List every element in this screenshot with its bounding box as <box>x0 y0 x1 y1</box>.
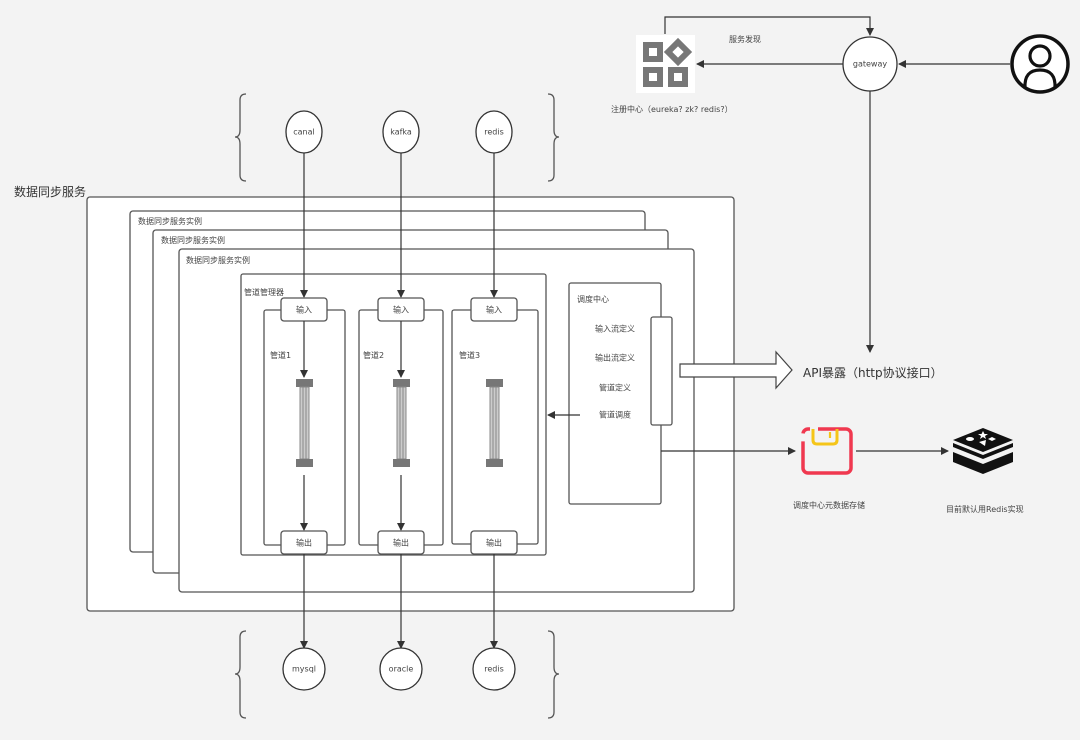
pipe-icon-3 <box>486 379 503 467</box>
right-brace-top <box>547 93 560 182</box>
source-label-canal: canal <box>293 127 315 137</box>
sink-node-redis <box>472 647 516 691</box>
pipe-label-2: 管道2 <box>363 351 385 360</box>
source-node-kafka <box>382 110 420 154</box>
scheduler-item-output-stream: 输出流定义 <box>595 353 635 363</box>
gateway-label: gateway <box>852 59 888 69</box>
service-title: 数据同步服务 <box>14 185 87 199</box>
registry-icon <box>636 35 695 93</box>
redis-icon <box>953 428 1013 474</box>
api-arrow <box>679 350 793 390</box>
metadata-store-label: 调度中心元数据存储 <box>793 501 865 510</box>
scheduler-item-input-stream: 输入流定义 <box>595 324 635 334</box>
sink-node-mysql <box>282 647 326 691</box>
registry-label: 注册中心（eureka? zk? redis?） <box>611 105 733 114</box>
api-label: API暴露（http协议接口） <box>803 366 943 380</box>
metadata-store-icon <box>801 427 853 475</box>
output-label-1: 输出 <box>296 538 312 548</box>
pipe-label-1: 管道1 <box>270 351 292 360</box>
scheduler-label: 调度中心 <box>577 295 609 304</box>
source-node-redis <box>475 110 513 154</box>
output-label-2: 输出 <box>393 538 409 548</box>
sink-label-oracle: oracle <box>388 664 414 674</box>
right-brace-bottom <box>547 630 560 719</box>
sink-node-oracle <box>379 647 423 691</box>
user-icon <box>1010 34 1070 94</box>
input-box-3 <box>470 297 518 322</box>
scheduler-item-pipe-def: 管道定义 <box>599 383 631 393</box>
sink-label-redis: redis <box>484 664 504 674</box>
pipe-label-3: 管道3 <box>459 351 481 360</box>
instance-label-2: 数据同步服务实例 <box>161 236 225 245</box>
discovery-label: 服务发现 <box>729 35 761 44</box>
input-label-2: 输入 <box>393 305 409 315</box>
output-label-3: 输出 <box>486 538 502 548</box>
pipe-icon-1 <box>296 379 313 467</box>
instance-label-3: 数据同步服务实例 <box>186 256 250 265</box>
source-label-kafka: kafka <box>390 127 412 137</box>
source-label-redis: redis <box>484 127 504 137</box>
input-label-3: 输入 <box>486 305 502 315</box>
source-node-canal <box>285 110 323 154</box>
redis-impl-label: 目前默认用Redis实现 <box>946 505 1024 514</box>
left-brace-bottom <box>234 630 247 719</box>
scheduler-box <box>568 282 662 505</box>
scheduler-item-pipe-schedule: 管道调度 <box>599 410 631 420</box>
input-label-1: 输入 <box>296 305 312 315</box>
scheduler-side-bar <box>650 316 673 426</box>
instance-label-1: 数据同步服务实例 <box>138 217 202 226</box>
pipeline-manager-label: 管道管理器 <box>244 288 284 297</box>
sink-label-mysql: mysql <box>292 664 316 674</box>
pipe-icon-2 <box>393 379 410 467</box>
left-brace-top <box>234 93 247 182</box>
